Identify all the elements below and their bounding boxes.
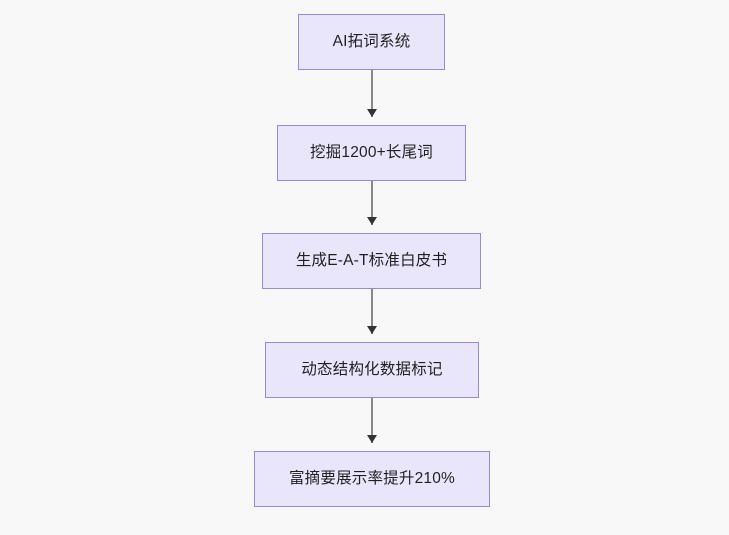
edge-node3-to-node4 [371,289,373,334]
node-label: 生成E-A-T标准白皮书 [295,252,448,270]
arrowhead-icon [367,109,377,117]
node-label: 富摘要展示率提升210% [288,470,456,488]
arrowhead-icon [367,435,377,443]
arrowhead-icon [367,326,377,334]
node-label: 挖掘1200+长尾词 [309,144,434,162]
node-label: 动态结构化数据标记 [301,361,443,379]
flowchart-node-mine-longtail-keywords[interactable]: 挖掘1200+长尾词 [277,125,466,181]
flowchart-node-dynamic-structured-data-markup[interactable]: 动态结构化数据标记 [265,342,479,398]
edge-node4-to-node5 [371,398,373,443]
flowchart-node-generate-eat-whitepaper[interactable]: 生成E-A-T标准白皮书 [262,233,481,289]
arrowhead-icon [367,217,377,225]
edge-node1-to-node2 [371,70,373,117]
node-label: AI拓词系统 [332,33,411,51]
flowchart-node-rich-snippet-impression-lift[interactable]: 富摘要展示率提升210% [254,451,490,507]
edge-node2-to-node3 [371,181,373,225]
flowchart-node-ai-keyword-expansion-system[interactable]: AI拓词系统 [298,14,445,70]
